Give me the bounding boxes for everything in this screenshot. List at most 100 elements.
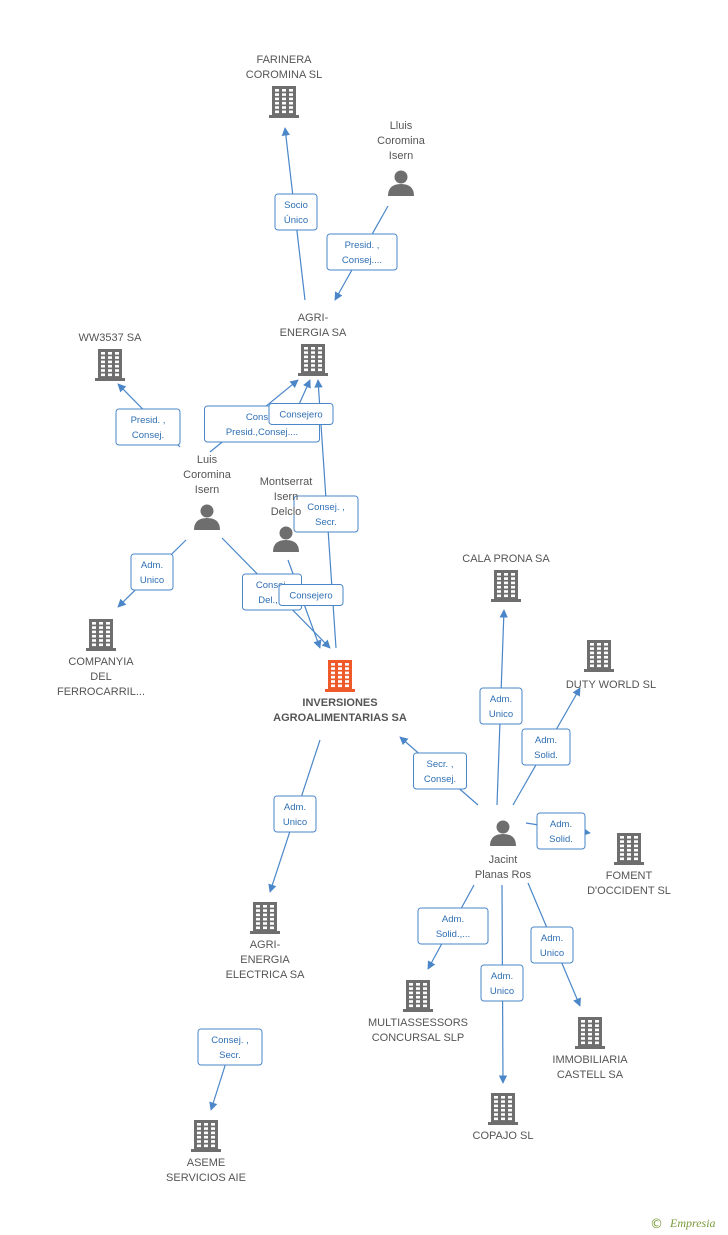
footer-brand[interactable]: © Empresia [650, 1216, 716, 1232]
node-label: ELECTRICA SA [226, 969, 306, 981]
relation-badge-e6[interactable]: Consej. , Secr. [293, 495, 359, 533]
node-label: ASEME [187, 1157, 226, 1169]
badge-box [268, 403, 334, 425]
badge-label: Adm. [491, 971, 513, 982]
node-label: Isern [274, 491, 298, 503]
badge-box [115, 408, 181, 446]
badge-box [130, 553, 174, 591]
badge-box [480, 964, 524, 1002]
badge-label: Consej. [132, 430, 164, 441]
badge-label: Del.,... [258, 595, 285, 606]
relation-badge-e13[interactable]: Adm.Solid. [536, 812, 586, 850]
badge-box [536, 812, 586, 850]
node-label: FARINERA [256, 54, 312, 66]
badge-label: Presid. , [131, 415, 166, 426]
node-label: Planas Ros [475, 869, 532, 881]
node-label: Luis [197, 454, 218, 466]
node-label: SERVICIOS AIE [166, 1172, 246, 1184]
node-aseme[interactable]: ASEME SERVICIOS AIE [166, 1120, 246, 1184]
badge-label: Consej. [256, 580, 288, 591]
node-agri-energia[interactable]: AGRI- ENERGIA SA [280, 312, 347, 376]
badge-label: Consej. , [211, 1035, 249, 1046]
badge-label: Consejero [289, 591, 332, 602]
node-label: DUTY WORLD SL [566, 679, 656, 691]
node-inversiones[interactable]: INVERSIONES AGROALIMENTARIAS SA [273, 660, 407, 724]
building-icon [325, 660, 355, 692]
relation-badge-e12[interactable]: Secr. ,Consej. [413, 752, 467, 790]
node-copajo[interactable]: COPAJO SL [473, 1093, 534, 1142]
relation-badge-e9[interactable]: Consejero [278, 584, 344, 606]
relation-badge-e11[interactable]: Adm.Solid. [521, 728, 571, 766]
node-farinera[interactable]: FARINERA COROMINA SL [246, 54, 322, 118]
building-icon [491, 570, 521, 602]
relation-badge-e2[interactable]: Presid. ,Consej.... [326, 233, 398, 271]
badge-label: Secr. [315, 517, 337, 528]
node-label: IMMOBILIARIA [552, 1054, 628, 1066]
badge-label: Consej. [424, 774, 456, 785]
relation-badge-e17[interactable]: Adm.Unico [480, 964, 524, 1002]
badge-label: Solid. [549, 834, 573, 845]
node-label: DEL [90, 671, 111, 683]
copyright-icon: © [650, 1217, 663, 1232]
badge-label: Consejero [279, 410, 322, 421]
building-icon [298, 344, 328, 376]
badge-label: Socio [284, 200, 308, 211]
badge-label: Presid.,Consej.... [226, 427, 298, 438]
node-label: ENERGIA SA [280, 327, 347, 339]
building-icon [191, 1120, 221, 1152]
node-label: CALA PRONA SA [462, 553, 550, 565]
relation-badge-e5[interactable]: Consejero [268, 403, 334, 425]
node-label: COPAJO SL [473, 1130, 534, 1142]
node-label: COMPANYIA [68, 656, 134, 668]
badge-box [413, 752, 467, 790]
node-immobiliaria[interactable]: IMMOBILIARIA CASTELL SA [552, 1017, 628, 1081]
relation-badge-e3[interactable]: Presid. , Consej. [115, 408, 181, 446]
badge-box [521, 728, 571, 766]
node-label: INVERSIONES [302, 697, 377, 709]
building-icon [250, 902, 280, 934]
node-label: AGRI- [298, 312, 329, 324]
person-icon [273, 526, 299, 552]
relation-badge-e7[interactable]: Adm.Unico [130, 553, 174, 591]
badge-box [293, 495, 359, 533]
badge-box [417, 907, 489, 945]
badge-box [197, 1028, 263, 1066]
badge-label: Unico [540, 948, 564, 959]
relation-badge-e18[interactable]: Consej. ,Secr. [197, 1028, 263, 1066]
badge-label: Solid. [534, 750, 558, 761]
node-label: FOMENT [606, 870, 653, 882]
node-label: Jacint [489, 854, 518, 866]
node-cala-prona[interactable]: CALA PRONA SA [462, 553, 550, 602]
node-label: Isern [389, 150, 413, 162]
building-icon [614, 833, 644, 865]
badge-label: Único [284, 215, 308, 226]
relation-badge-e14[interactable]: Adm.Unico [273, 795, 317, 833]
building-icon [95, 349, 125, 381]
node-duty-world[interactable]: DUTY WORLD SL [566, 640, 656, 691]
node-label: CASTELL SA [557, 1069, 624, 1081]
badge-label: Consej. , [307, 502, 345, 513]
relation-badge-e10[interactable]: Adm.Unico [479, 687, 523, 725]
badge-label: Solid.,... [436, 929, 470, 940]
node-ww3537[interactable]: WW3537 SA [79, 332, 143, 381]
node-label: AGROALIMENTARIAS SA [273, 712, 407, 724]
badge-label: Consej. [246, 412, 278, 423]
relation-badge-e16[interactable]: Adm.Unico [530, 926, 574, 964]
node-label: FERROCARRIL... [57, 686, 145, 698]
node-companyia[interactable]: COMPANYIA DEL FERROCARRIL... [57, 619, 145, 698]
node-label: ENERGIA [240, 954, 290, 966]
building-icon [488, 1093, 518, 1125]
node-label: COROMINA SL [246, 69, 322, 81]
brand-logo: Empresia [669, 1216, 716, 1230]
node-label: WW3537 SA [79, 332, 143, 344]
badge-box [530, 926, 574, 964]
relation-badge-e15[interactable]: Adm.Solid.,... [417, 907, 489, 945]
